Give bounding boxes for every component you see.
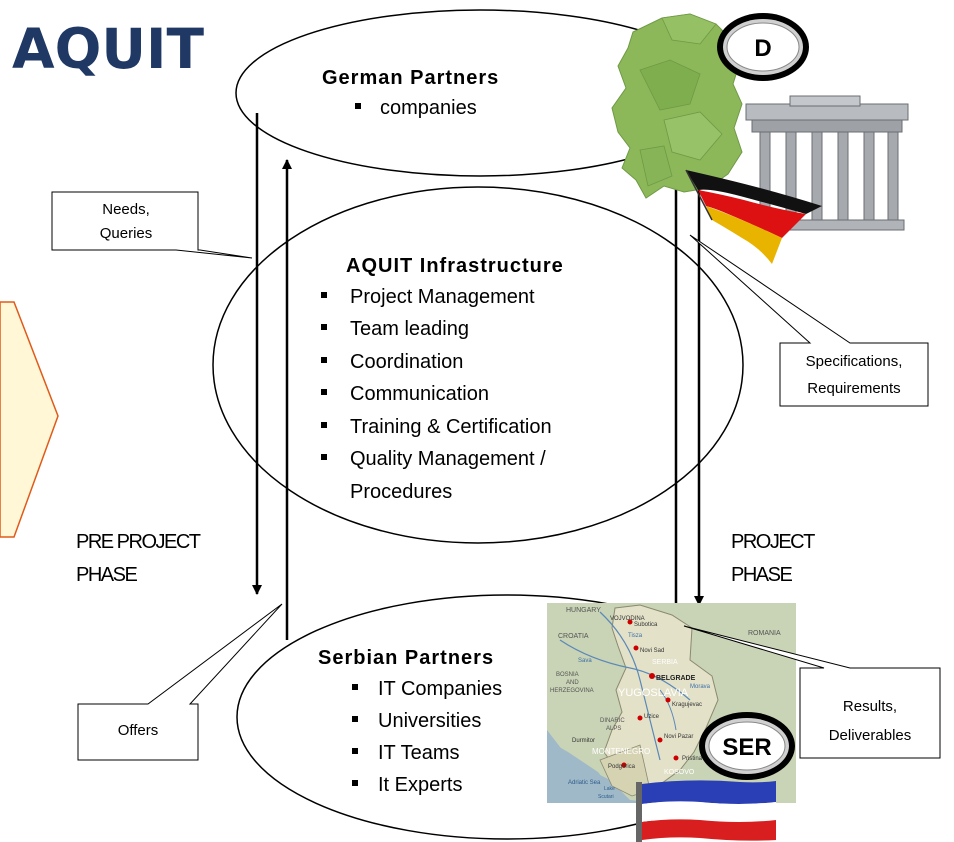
map-label: Lake <box>604 786 615 792</box>
german-item: companies <box>380 97 477 119</box>
map-label: Sava <box>578 658 592 664</box>
bullet <box>321 454 327 460</box>
needs-queries-callout: Needs, Queries <box>51 191 253 259</box>
map-label: KOSOVO <box>664 769 695 776</box>
map-label: AND <box>566 680 579 686</box>
infra-item: Team leading <box>350 318 469 340</box>
infra-item: Training & Certification <box>350 416 552 438</box>
map-label: YUGOSLAVIA <box>618 687 689 699</box>
bullet <box>352 748 358 754</box>
serbia-badge: SER <box>699 712 795 780</box>
infrastructure-oval <box>212 186 744 544</box>
serbian-item: IT Companies <box>378 678 502 700</box>
bullet <box>352 684 358 690</box>
infrastructure-list: Project Management Team leading Coordina… <box>321 286 552 503</box>
map-label: Novi Pazar <box>664 734 693 740</box>
bullet <box>321 292 327 298</box>
infrastructure-heading: AQUIT Infrastructure <box>346 255 564 277</box>
requirements-label: Requirements <box>807 380 900 397</box>
bullet <box>321 357 327 363</box>
map-label: ROMANIA <box>748 630 781 637</box>
bullet <box>321 422 327 428</box>
offers-label: Offers <box>118 722 159 739</box>
map-label: Tisza <box>628 633 643 639</box>
map-label: Adriatic Sea <box>568 780 601 786</box>
specifications-label: Specifications, <box>806 353 903 370</box>
serbian-item: It Experts <box>378 774 462 796</box>
map-label: CROATIA <box>558 633 589 640</box>
bullet <box>352 780 358 786</box>
needs-label: Needs, <box>102 201 150 218</box>
bullet <box>355 103 361 109</box>
map-label: Uzice <box>644 714 660 720</box>
map-label: Pristina <box>682 756 703 762</box>
serbian-flag-icon <box>636 780 776 842</box>
german-flag-icon <box>685 169 822 264</box>
city-dot <box>657 737 663 743</box>
city-dot <box>621 762 627 768</box>
map-label: Durmitor <box>572 738 595 744</box>
map-label: SERBIA <box>652 659 678 666</box>
infra-item: Quality Management / <box>350 448 546 470</box>
map-label: HERZEGOVINA <box>550 688 594 694</box>
offers-callout: Offers <box>77 603 283 761</box>
project-phase-label: PROJECT <box>731 531 815 553</box>
bullet <box>352 716 358 722</box>
city-dot <box>637 715 643 721</box>
germany-badge: D <box>717 13 809 81</box>
city-dot <box>649 673 655 679</box>
map-label: Subotica <box>634 622 658 628</box>
bullet <box>321 324 327 330</box>
serbian-item: IT Teams <box>378 742 460 764</box>
map-label: Morava <box>690 684 711 690</box>
results-label: Results, <box>843 698 897 715</box>
city-dot <box>633 645 639 651</box>
germany-map-icon <box>611 13 743 199</box>
queries-label: Queries <box>100 225 153 242</box>
deliverables-label: Deliverables <box>829 727 912 744</box>
serbian-partners-heading: Serbian Partners <box>318 647 494 669</box>
serbian-item: Universities <box>378 710 481 732</box>
brandenburg-gate-icon <box>745 95 909 231</box>
pre-project-phase-label: PRE PROJECT <box>76 531 201 553</box>
map-label: HUNGARY <box>566 607 601 614</box>
map-label: BELGRADE <box>656 675 696 682</box>
bullet <box>321 389 327 395</box>
german-partners-heading: German Partners <box>322 67 499 89</box>
city-dot <box>665 697 671 703</box>
results-callout: Results, Deliverables <box>683 625 941 759</box>
infra-item: Coordination <box>350 351 463 373</box>
map-label: Podgorica <box>608 764 636 770</box>
map-label: Kragujevac <box>672 702 702 708</box>
germany-badge-label: D <box>754 35 771 62</box>
infra-item: Procedures <box>350 481 452 503</box>
map-label: Scutari <box>598 794 614 800</box>
city-dot <box>627 619 633 625</box>
infra-item: Communication <box>350 383 489 405</box>
specifications-callout: Specifications, Requirements <box>689 234 929 407</box>
city-dot <box>673 755 679 761</box>
infra-item: Project Management <box>350 286 535 308</box>
map-label: Novi Sad <box>640 648 664 654</box>
serbia-badge-label: SER <box>722 734 771 761</box>
map-label: DINARIC <box>600 718 625 724</box>
phase-wedge <box>0 301 59 538</box>
project-phase-label: PHASE <box>731 564 792 586</box>
pre-project-phase-label: PHASE <box>76 564 137 586</box>
page-title: AQUIT <box>12 17 204 81</box>
map-label: BOSNIA <box>556 672 579 678</box>
map-label: VOJVODINA <box>610 616 645 622</box>
serbian-list: IT Companies Universities IT Teams It Ex… <box>352 678 502 796</box>
map-label: ALPS <box>606 726 621 732</box>
map-label: MONTENEGRO <box>592 747 650 756</box>
